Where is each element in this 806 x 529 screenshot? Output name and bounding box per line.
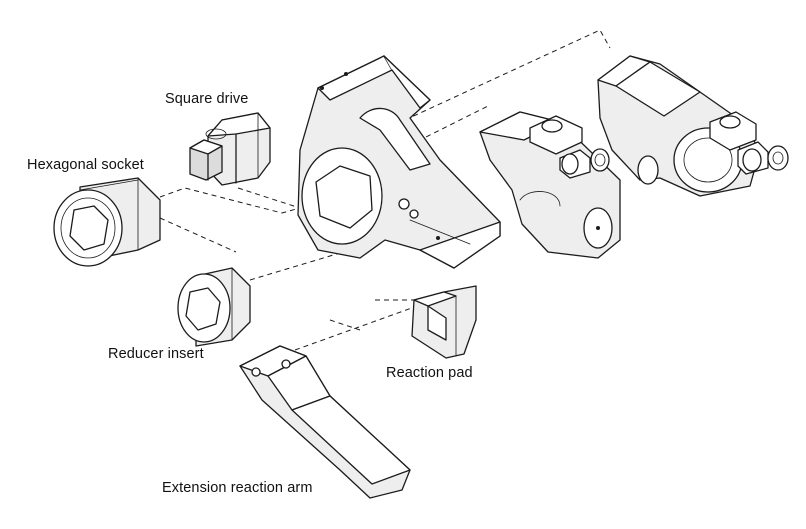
guide-pad-to-arm bbox=[294, 304, 421, 351]
guide-socket-to-head bbox=[159, 187, 301, 214]
guide-socket-lower bbox=[159, 217, 237, 253]
hexagonal-socket-part bbox=[53, 177, 161, 267]
square-drive-part bbox=[189, 112, 271, 186]
label-square-drive: Square drive bbox=[165, 91, 249, 107]
label-extension-reaction-arm: Extension reaction arm bbox=[162, 480, 313, 496]
label-hexagonal-socket: Hexagonal socket bbox=[27, 157, 144, 173]
label-reducer-insert: Reducer insert bbox=[108, 346, 204, 362]
hex-head-part bbox=[297, 55, 501, 269]
guide-head-to-cylinder bbox=[404, 29, 611, 121]
hydraulic-cylinder-part bbox=[597, 55, 789, 197]
reaction-pad-part bbox=[411, 285, 477, 359]
reducer-insert-part bbox=[177, 267, 251, 347]
label-reaction-pad: Reaction pad bbox=[386, 365, 473, 381]
hydraulic-cassette-part bbox=[479, 111, 621, 259]
extension-reaction-arm-part bbox=[239, 345, 411, 499]
guide-head-to-cassette bbox=[409, 104, 491, 146]
guide-square-drive bbox=[237, 187, 301, 209]
